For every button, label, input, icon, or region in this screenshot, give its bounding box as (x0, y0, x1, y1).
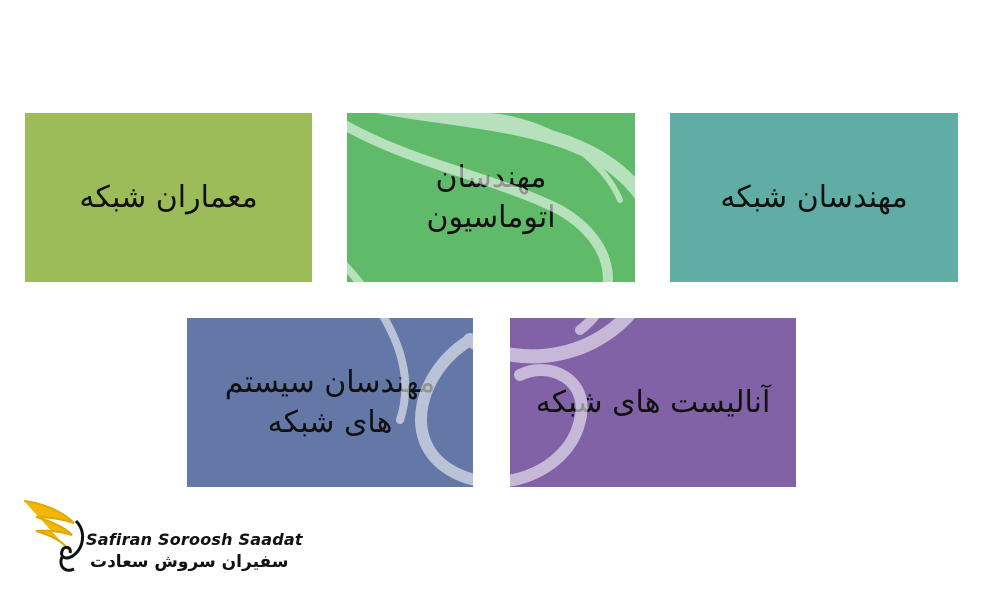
box-label: مهندسان سیستم های شبکه (224, 364, 436, 440)
box-automation-engineers: مهندسان اتوماسیون (347, 113, 635, 282)
logo-name-en: Safiran Soroosh Saadat (86, 530, 303, 549)
box-network-architects: معماران شبکه (25, 113, 312, 282)
logo: Safiran Soroosh Saadat سفیران سروش سعادت (22, 497, 303, 577)
logo-name-fa: سفیران سروش سعادت (90, 552, 289, 572)
wing-swirl-logo-icon (23, 500, 84, 572)
box-network-analysts: آنالیست های شبکه (510, 318, 796, 487)
box-label: مهندسان اتوماسیون (426, 159, 556, 235)
box-label: معماران شبکه (79, 179, 258, 215)
box-network-engineers: مهندسان شبکه (670, 113, 958, 282)
box-label: مهندسان شبکه (720, 179, 908, 215)
box-network-systems-engineers: مهندسان سیستم های شبکه (187, 318, 473, 487)
box-label: آنالیست های شبکه (535, 384, 771, 420)
